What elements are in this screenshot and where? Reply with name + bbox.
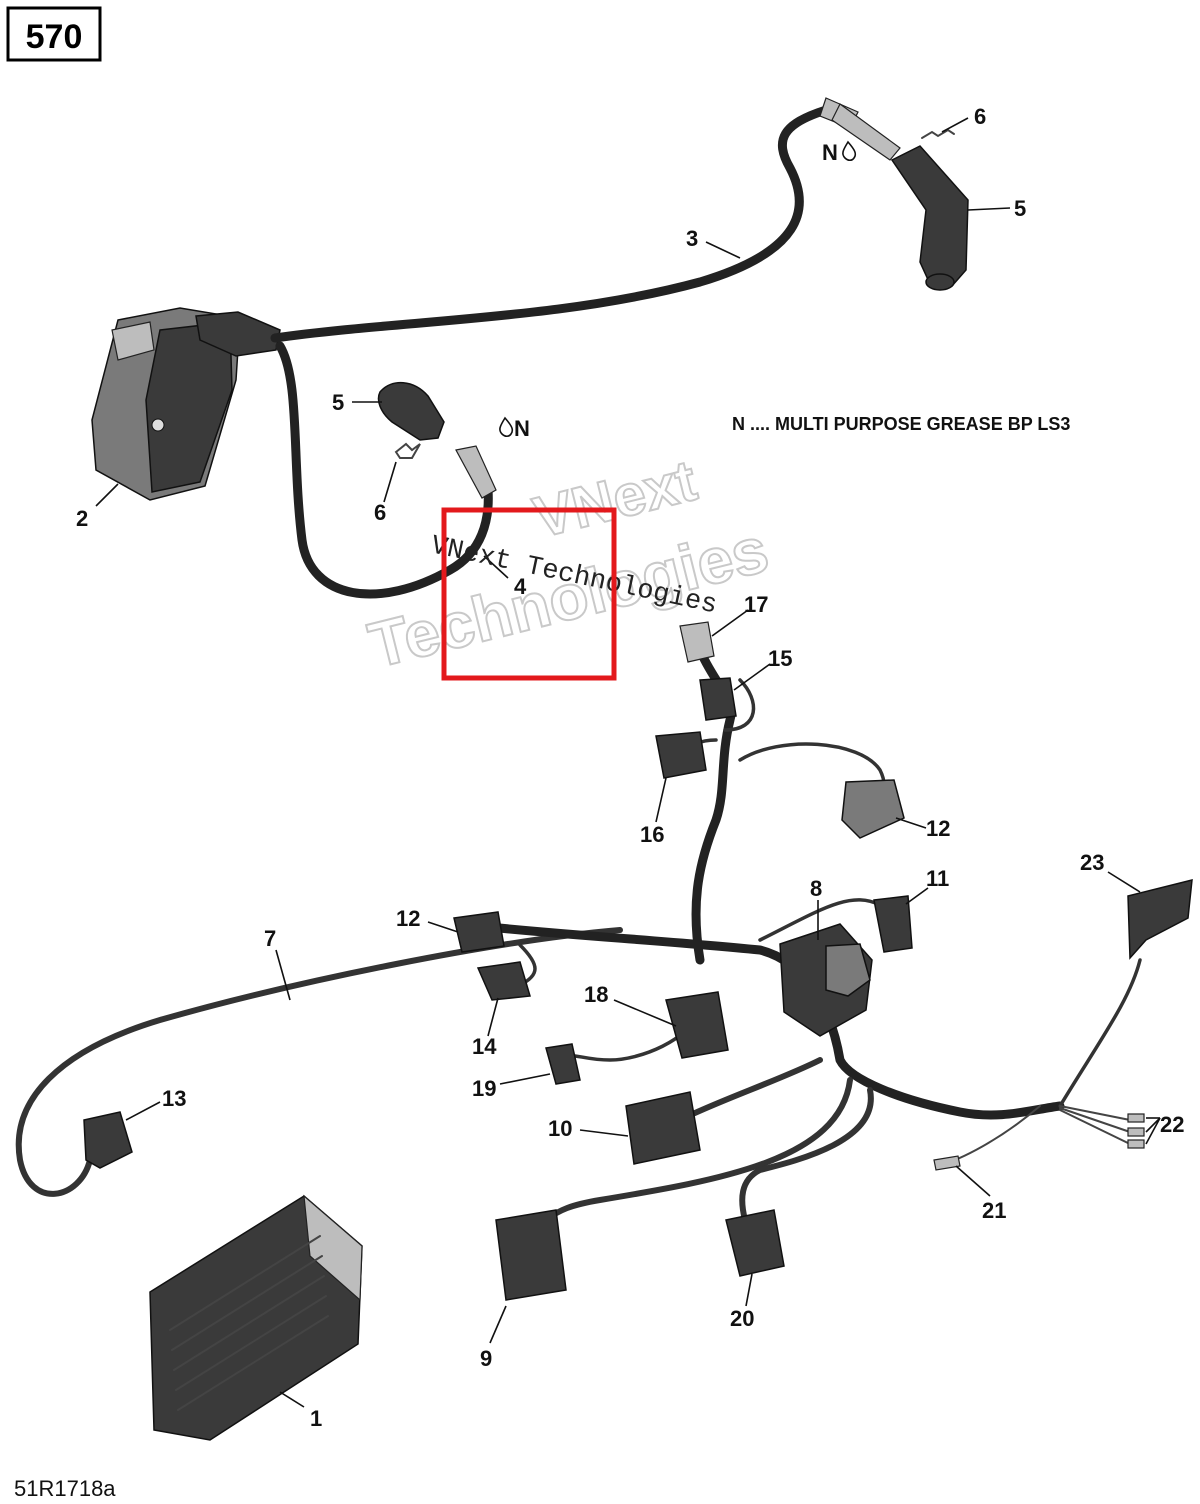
wire-4-sleeve	[455, 445, 497, 499]
spark-plug-cap-middle	[377, 382, 445, 441]
callout-23: 23	[1080, 850, 1104, 875]
connector-13	[83, 1111, 133, 1169]
callout-7: 7	[264, 926, 276, 951]
callout-12-left: 12	[396, 906, 420, 931]
callout-9: 9	[480, 1346, 492, 1371]
svg-text:N: N	[514, 416, 530, 441]
callout-1: 1	[310, 1406, 322, 1431]
spark-plug-wire-top	[270, 105, 831, 343]
callout-2: 2	[76, 506, 88, 531]
spark-plug-cap-top	[890, 145, 969, 291]
callout-8: 8	[810, 876, 822, 901]
connector-20	[725, 1209, 785, 1277]
connector-15	[699, 677, 737, 721]
grease-symbol-top: N	[822, 140, 857, 165]
connector-23	[1127, 879, 1193, 960]
spring-clip-middle	[394, 442, 421, 459]
callout-18: 18	[584, 982, 608, 1007]
connector-16	[655, 731, 707, 779]
watermark: VNext Technologies VNext Technologies	[361, 447, 776, 683]
callout-5-top: 5	[1014, 196, 1026, 221]
callout-19: 19	[472, 1076, 496, 1101]
terminals-22	[1127, 1113, 1145, 1149]
callout-numbers: 1 2 3 4 5 5 6 6 7 8 9 10 11 12 12 13 14 …	[76, 104, 1184, 1431]
callout-13: 13	[162, 1086, 186, 1111]
callout-12-right: 12	[926, 816, 950, 841]
page-number: 570	[26, 18, 83, 56]
wiring-harness	[15, 645, 1142, 1223]
terminal-21	[933, 1155, 961, 1171]
connector-12-left	[453, 911, 505, 953]
callout-22: 22	[1160, 1112, 1184, 1137]
connector-18	[665, 991, 729, 1059]
callout-11: 11	[926, 866, 949, 891]
callout-15: 15	[768, 646, 792, 671]
grease-note: N .... MULTI PURPOSE GREASE BP LS3	[732, 414, 1070, 434]
leader-lines	[95, 117, 1161, 1408]
callout-3: 3	[686, 226, 698, 251]
callout-6-top: 6	[974, 104, 986, 129]
callout-20: 20	[730, 1306, 754, 1331]
grease-symbol-middle: N	[499, 416, 530, 441]
callout-6-middle: 6	[374, 500, 386, 525]
figure-code: 51R1718a	[14, 1476, 116, 1501]
connector-12-right	[841, 779, 905, 839]
connector-9	[495, 1209, 567, 1301]
spark-plug-wire-lower	[275, 341, 493, 599]
svg-text:N: N	[822, 140, 838, 165]
wire-3-sleeve	[831, 103, 901, 161]
spring-clip-top	[921, 128, 955, 139]
connector-14	[476, 961, 531, 1001]
ignition-coil	[91, 307, 281, 501]
connector-19	[545, 1043, 581, 1085]
connector-17	[679, 621, 715, 663]
engine-control-module	[149, 1194, 363, 1441]
callout-14: 14	[472, 1034, 497, 1059]
connector-11	[873, 895, 913, 953]
callout-5-middle: 5	[332, 390, 344, 415]
page-number-box: 570	[6, 6, 102, 62]
callout-17: 17	[744, 592, 768, 617]
callout-16: 16	[640, 822, 664, 847]
callout-21: 21	[982, 1198, 1006, 1223]
connector-10	[625, 1091, 701, 1165]
highlight-box	[441, 507, 617, 681]
callout-4: 4	[514, 574, 527, 599]
connector-8	[779, 923, 873, 1037]
callout-10: 10	[548, 1116, 572, 1141]
